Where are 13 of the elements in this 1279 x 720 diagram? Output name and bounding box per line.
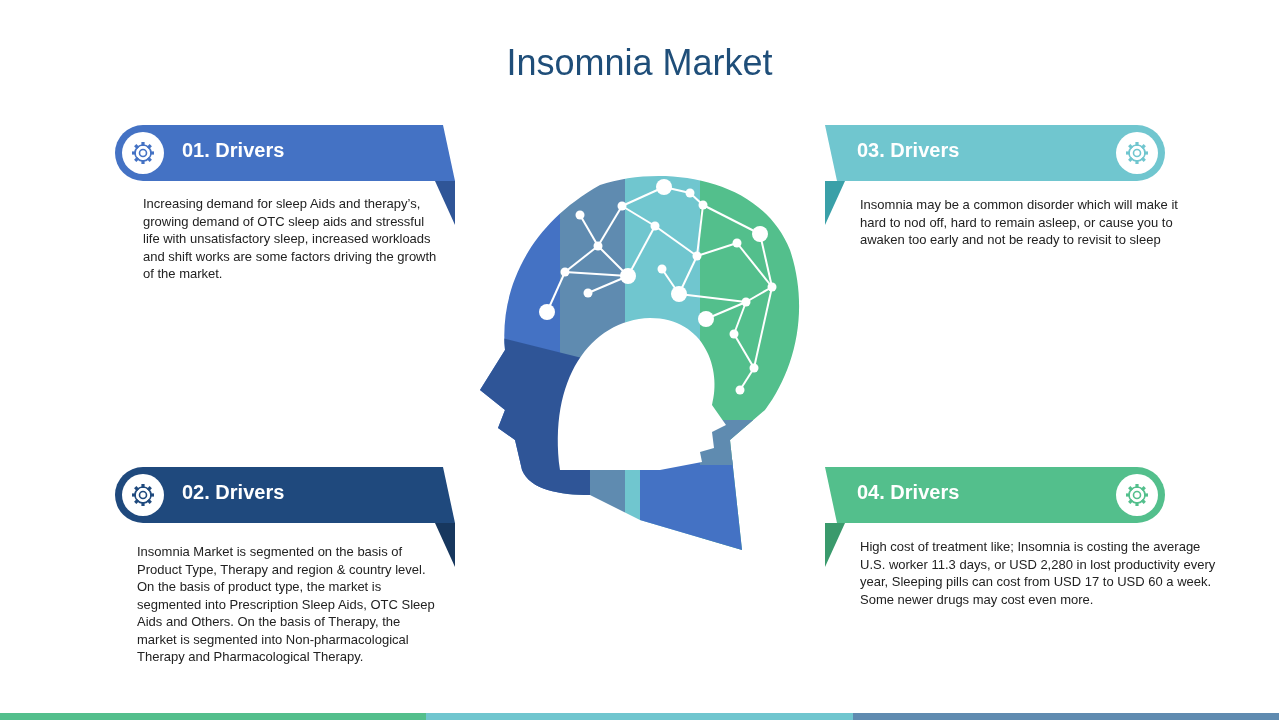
description-text: Insomnia may be a common disorder which will make it hard to nod off, hard to remain asleep, or cause you to awaken too early and not be ready to revisit to sleep — [860, 196, 1179, 249]
section-heading: 01. Drivers — [182, 139, 285, 162]
ribbon-banner — [825, 125, 1165, 181]
description-text: Increasing demand for sleep Aids and therapy’s, growing demand of OTC sleep aids and stressful life with unsatisfactory sleep, increased workloads and shift works are some factors driving the growth of the market. — [143, 195, 438, 283]
ribbon-banner — [115, 125, 455, 181]
ribbon-banner — [825, 467, 1165, 523]
description-text: Insomnia Market is segmented on the basis of Product Type, Therapy and region & country level. On the basis of product type, the market is segmented into Prescription Sleep Aids, OTC Sleep Aids and Others. On the basis of Therapy, the market is segmented into Non-pharmacological Therapy and Pharmacological Therapy. — [137, 543, 436, 666]
section-heading: 03. Drivers — [857, 139, 960, 162]
section-heading: 04. Drivers — [857, 481, 960, 504]
section-heading: 02. Drivers — [182, 481, 285, 504]
page-title: Insomnia Market — [505, 42, 774, 84]
description-text: High cost of treatment like; Insomnia is costing the average U.S. worker 11.3 days, or USD 2,280 in lost productivity every year, Sleeping pills can cost from USD 17 to USD 60 a week. Some newer drugs may cost even more. — [860, 538, 1217, 608]
ribbon-banner — [115, 467, 455, 523]
